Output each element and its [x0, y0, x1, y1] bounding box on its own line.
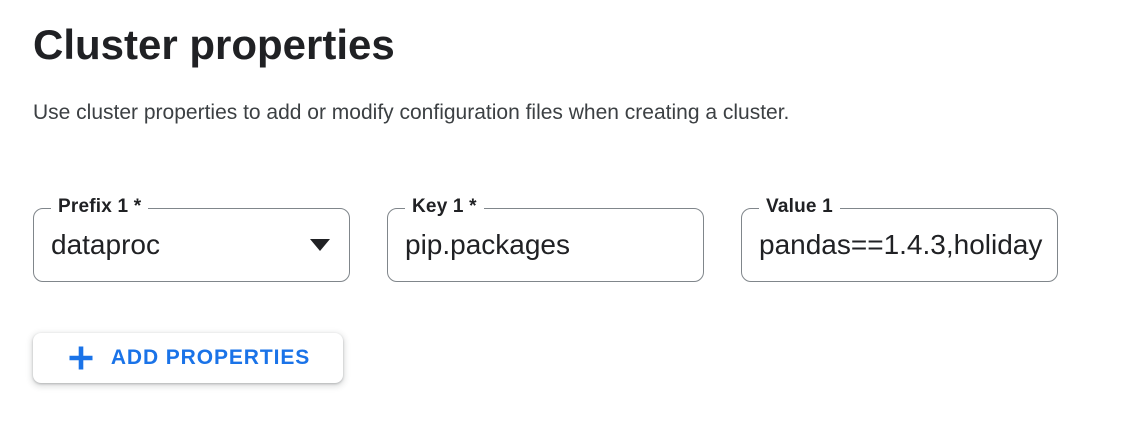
property-row: Prefix 1 * dataproc Key 1 * Value 1: [33, 195, 1122, 282]
value-field: Value 1: [741, 195, 1058, 282]
add-properties-label: ADD PROPERTIES: [110, 346, 311, 369]
prefix-label: Prefix 1 *: [51, 195, 149, 219]
page-title: Cluster properties: [33, 21, 395, 68]
value-label: Value 1: [759, 195, 840, 219]
dropdown-arrow-icon: [310, 239, 330, 251]
key-input[interactable]: [405, 229, 692, 261]
key-field: Key 1 *: [387, 195, 704, 282]
plus-icon: [69, 346, 93, 370]
value-input[interactable]: [759, 229, 1046, 261]
prefix-select[interactable]: Prefix 1 * dataproc: [33, 195, 350, 282]
key-label: Key 1 *: [405, 195, 484, 219]
section-description: Use cluster properties to add or modify …: [33, 101, 790, 124]
prefix-value: dataproc: [51, 229, 160, 260]
add-properties-button[interactable]: ADD PROPERTIES: [33, 333, 343, 383]
